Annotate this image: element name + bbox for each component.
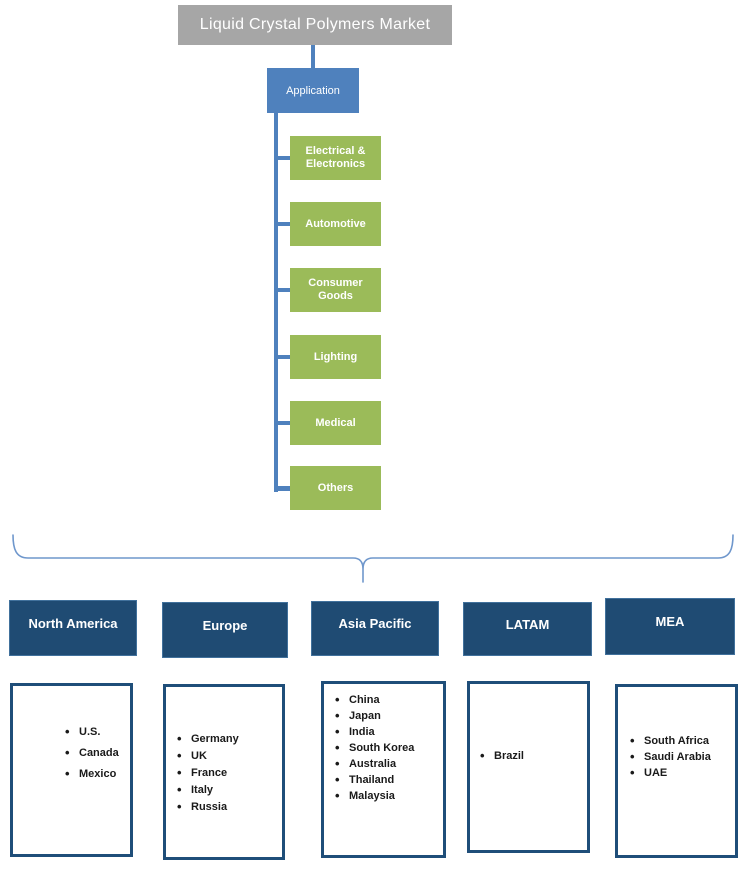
region-box-north-america: U.S. Canada Mexico: [10, 683, 133, 857]
list-item: U.S.: [65, 725, 126, 739]
region-box-europe: Germany UK France Italy Russia: [163, 684, 285, 860]
list-item: Mexico: [65, 767, 126, 781]
segment-consumer-goods: Consumer Goods: [290, 268, 381, 312]
list-item: France: [177, 766, 278, 780]
region-header-europe: Europe: [162, 602, 288, 658]
list-item: Japan: [335, 709, 439, 723]
country-list-asia-pacific: China Japan India South Korea Australia …: [324, 684, 443, 803]
segment-automotive: Automotive: [290, 202, 381, 246]
connector-stub-consumer-goods: [276, 288, 292, 292]
list-item: Germany: [177, 732, 278, 746]
connector-stub-electrical: [276, 156, 292, 160]
country-list-europe: Germany UK France Italy Russia: [166, 687, 282, 814]
country-list-mea: South Africa Saudi Arabia UAE: [618, 687, 735, 780]
region-box-asia-pacific: China Japan India South Korea Australia …: [321, 681, 446, 858]
region-header-north-america: North America: [9, 600, 137, 656]
connector-stub-lighting: [276, 355, 292, 359]
segment-medical: Medical: [290, 401, 381, 445]
connector-stub-others: [274, 486, 294, 491]
connector-title-application: [311, 45, 315, 68]
connector-stub-automotive: [276, 222, 292, 226]
region-box-latam: Brazil: [467, 681, 590, 853]
diagram-title: Liquid Crystal Polymers Market: [178, 5, 452, 45]
list-item: Australia: [335, 757, 439, 771]
connector-stub-medical: [276, 421, 292, 425]
application-node: Application: [267, 68, 359, 113]
region-box-mea: South Africa Saudi Arabia UAE: [615, 684, 738, 858]
list-item: UAE: [630, 766, 731, 780]
list-item: Russia: [177, 800, 278, 814]
region-header-asia-pacific: Asia Pacific: [311, 601, 439, 656]
country-list-latam: Brazil: [470, 684, 587, 763]
list-item: UK: [177, 749, 278, 763]
region-header-mea: MEA: [605, 598, 735, 655]
segment-others: Others: [290, 466, 381, 510]
list-item: China: [335, 693, 439, 707]
list-item: Thailand: [335, 773, 439, 787]
list-item: South Africa: [630, 734, 731, 748]
brace-divider: [12, 534, 734, 583]
list-item: Brazil: [480, 749, 583, 763]
list-item: India: [335, 725, 439, 739]
list-item: Italy: [177, 783, 278, 797]
region-header-latam: LATAM: [463, 602, 592, 656]
country-list-north-america: U.S. Canada Mexico: [13, 686, 130, 781]
segment-electrical-electronics: Electrical & Electronics: [290, 136, 381, 180]
list-item: Canada: [65, 746, 126, 760]
list-item: South Korea: [335, 741, 439, 755]
list-item: Saudi Arabia: [630, 750, 731, 764]
segment-lighting: Lighting: [290, 335, 381, 379]
connector-main-vertical: [274, 113, 278, 492]
list-item: Malaysia: [335, 789, 439, 803]
